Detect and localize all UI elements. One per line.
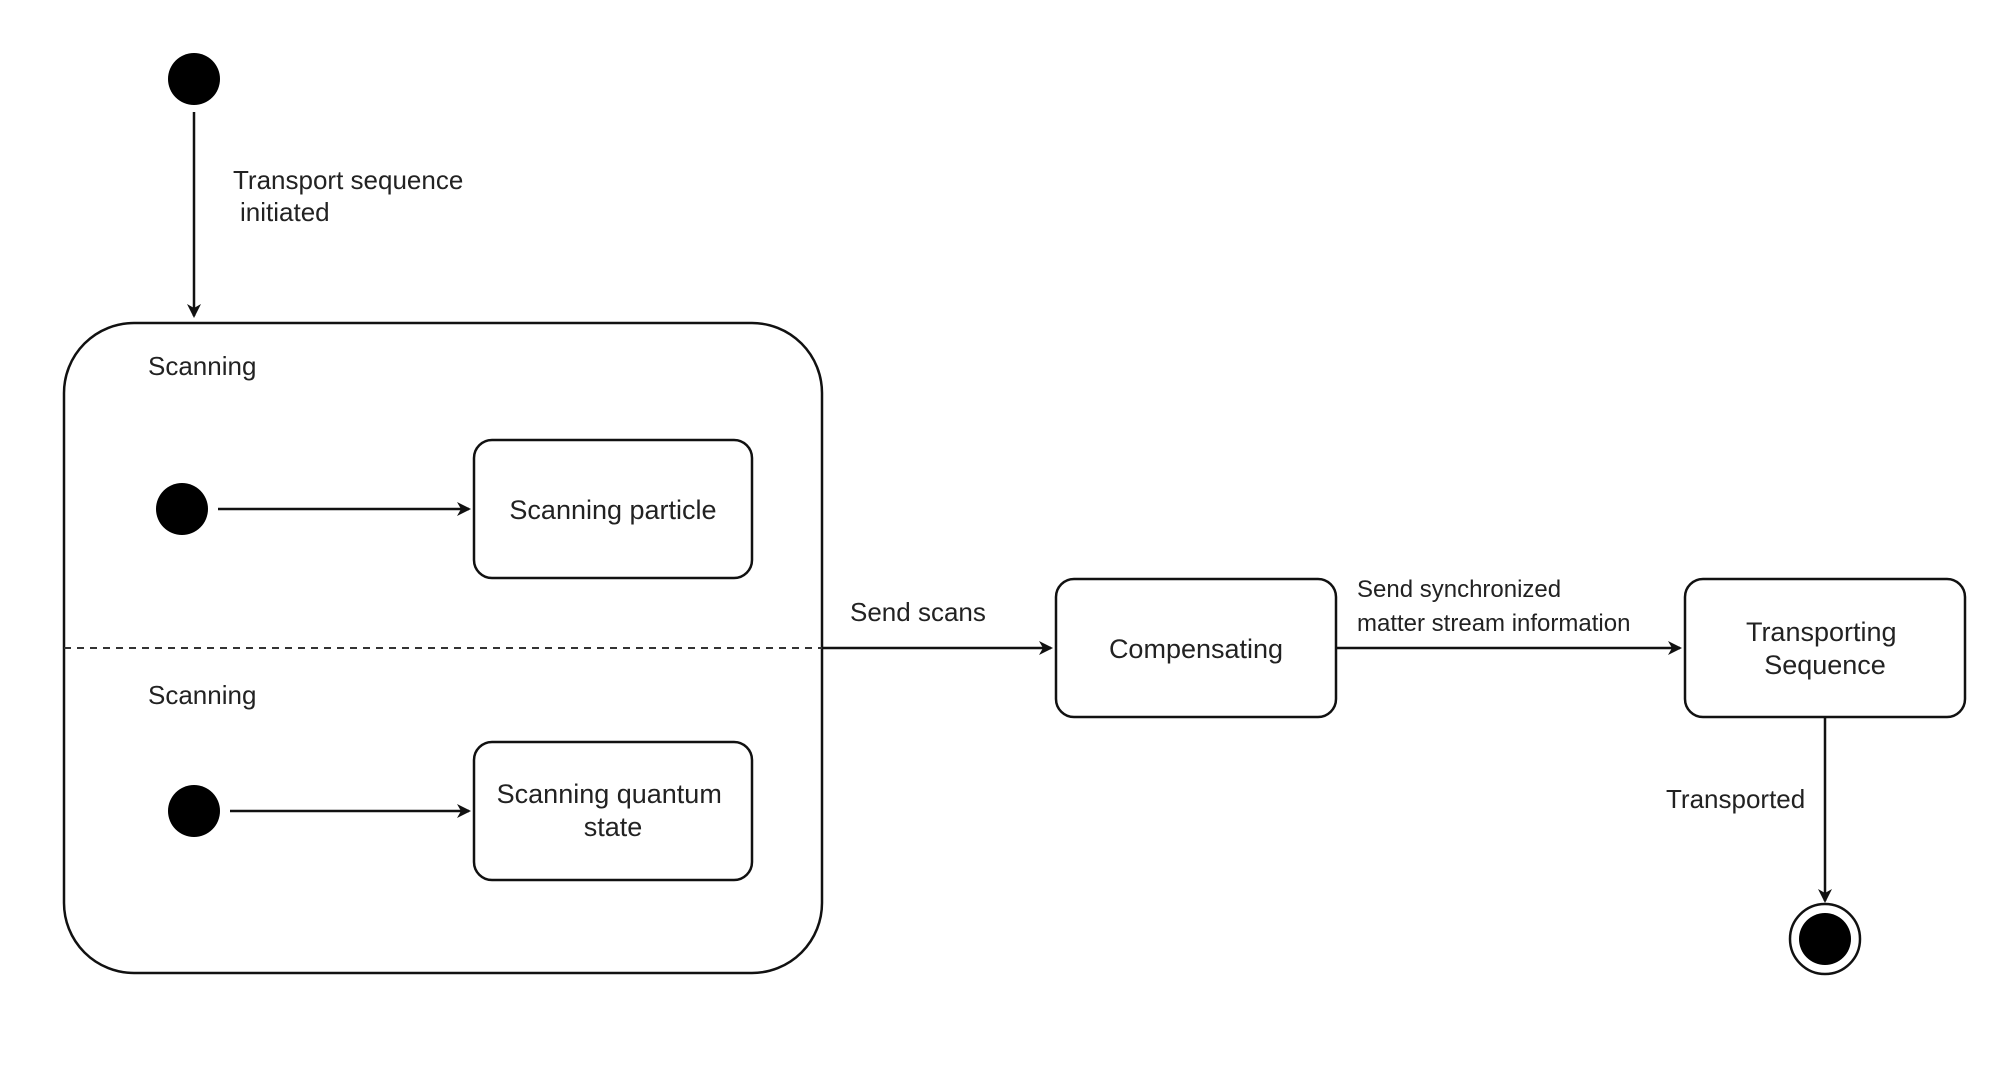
transition-send-sync-label: Send synchronized matter stream informat… <box>1357 576 1630 637</box>
transition-send-scans-label: Send scans <box>850 597 986 627</box>
initial-node <box>168 53 220 105</box>
final-node-core <box>1799 913 1851 965</box>
region-top-initial-node <box>156 483 208 535</box>
state-scanning-particle <box>472 438 754 580</box>
state-scanning-particle-label: Scanning particle <box>509 495 716 525</box>
state-transporting-sequence <box>1683 577 1967 719</box>
region-bottom-label: Scanning <box>148 680 256 710</box>
state-scanning-quantum-state-label: Scanning quantum state <box>497 779 730 842</box>
transition-transported-label: Transported <box>1666 784 1805 814</box>
state-transporting-sequence-label: Transporting Sequence <box>1746 617 1904 680</box>
state-compensating-label: Compensating <box>1109 634 1283 664</box>
state-scanning-quantum-state <box>472 740 754 882</box>
region-top-label: Scanning <box>148 351 256 381</box>
region-bottom-initial-node <box>168 785 220 837</box>
transition-initiated-label: Transport sequence initiated <box>233 165 471 227</box>
